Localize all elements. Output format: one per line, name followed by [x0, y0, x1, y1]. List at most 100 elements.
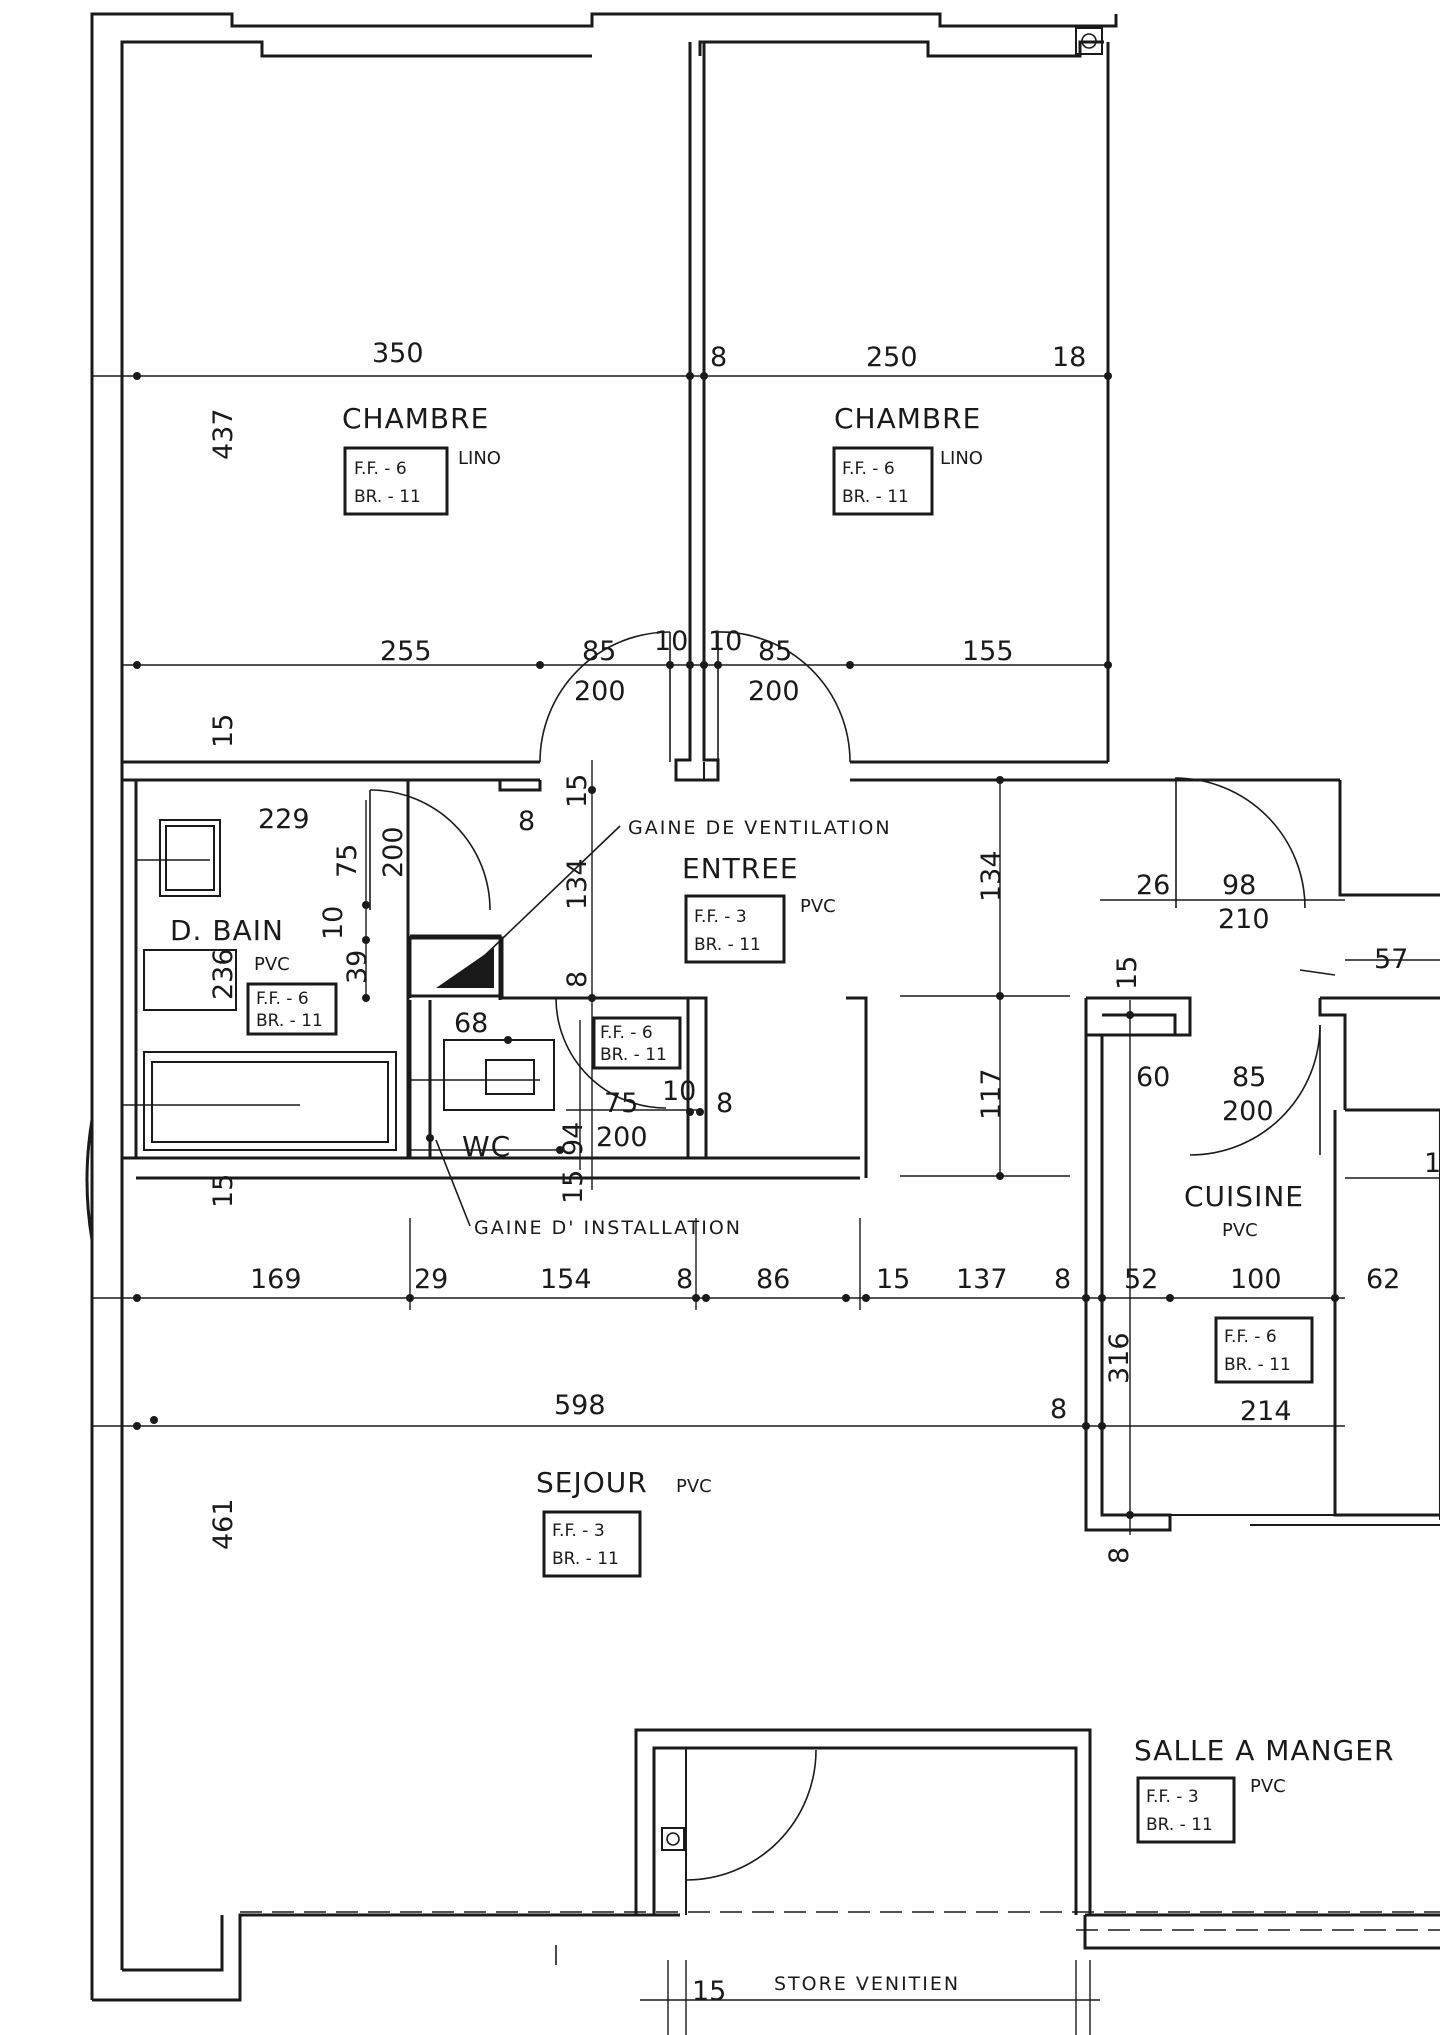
entree-tag: [684, 894, 786, 964]
dim-8-cuisine-v: 8: [1104, 1547, 1135, 1564]
dim-350: 350: [372, 338, 424, 369]
dim-57: 57: [1374, 944, 1408, 975]
kitchen-walls: [1084, 780, 1440, 1532]
balcony-walls: [240, 1728, 1440, 2035]
dim-68: 68: [454, 1008, 488, 1039]
dim-86: 86: [756, 1264, 790, 1295]
door-swings: [369, 631, 1336, 1881]
dim-10-wc: 10: [662, 1076, 696, 1107]
dim-15-bath: 15: [208, 1174, 239, 1208]
dim-200-right: 200: [748, 676, 800, 707]
dim-94: 94: [558, 1122, 589, 1156]
installation-leader: [435, 1139, 471, 1227]
chambre2-tag1: F.F. - 6: [842, 459, 895, 479]
dim-154: 154: [540, 1264, 592, 1295]
bain-name: D. BAIN: [170, 914, 284, 947]
bain-tag1: F.F. - 6: [256, 989, 309, 1009]
dim-117: 117: [976, 1068, 1007, 1120]
dim-236: 236: [208, 948, 239, 1000]
sejour-tag: [542, 1510, 642, 1578]
dim-214: 214: [1240, 1396, 1292, 1427]
dim-255: 255: [380, 636, 432, 667]
cuisine-tag1: F.F. - 6: [1224, 1327, 1277, 1347]
dim-15-entree: 15: [562, 774, 593, 808]
dim-26: 26: [1136, 870, 1170, 901]
dim-250: 250: [866, 342, 918, 373]
dim-15-bed: 15: [208, 714, 239, 748]
dim-437: 437: [208, 408, 239, 460]
dim-200-cuisine: 200: [1222, 1096, 1274, 1127]
salle-floor: PVC: [1250, 1776, 1286, 1797]
dim-8-entree: 8: [562, 971, 593, 988]
dim-8-main2: 8: [1054, 1264, 1071, 1295]
dim-598: 598: [554, 1390, 606, 1421]
entree-floor: PVC: [800, 896, 836, 917]
wc-tag1: F.F. - 6: [600, 1023, 653, 1043]
entree-tag2: BR. - 11: [694, 935, 761, 955]
dim-100: 100: [1230, 1264, 1282, 1295]
dim-98: 98: [1222, 870, 1256, 901]
dim-15-wc: 15: [558, 1170, 589, 1204]
salle-tag2: BR. - 11: [1146, 1815, 1213, 1835]
interior-walls: [122, 780, 868, 1180]
sejour-tag2: BR. - 11: [552, 1549, 619, 1569]
dimension-markers: [133, 372, 1339, 1519]
sejour-tag1: F.F. - 3: [552, 1521, 605, 1541]
dim-85-cuisine: 85: [1232, 1062, 1266, 1093]
bedroom-walls: [122, 42, 1340, 782]
outer-walls: [85, 12, 1440, 2002]
dim-10-left: 10: [654, 626, 688, 657]
store-note: STORE VENITIEN: [774, 1973, 960, 1995]
dimension-labels: 350 8 250 18 255 85 10 10 85 155 200 200…: [208, 338, 1440, 2007]
dim-18: 18: [1052, 342, 1086, 373]
dimension-lines: [92, 375, 1440, 1535]
dim-15-bottom: 15: [692, 1976, 726, 2007]
cuisine-floor: PVC: [1222, 1220, 1258, 1241]
dim-8-main1: 8: [676, 1264, 693, 1295]
dim-29: 29: [414, 1264, 448, 1295]
dim-10-right: 10: [708, 626, 742, 657]
entree-tag1: F.F. - 3: [694, 907, 747, 927]
dim-316: 316: [1104, 1332, 1135, 1384]
chambre2-floor: LINO: [940, 448, 983, 469]
chambre2-tag: [832, 446, 934, 516]
dim-15-main: 15: [876, 1264, 910, 1295]
dim-210: 210: [1218, 904, 1270, 935]
dim-461: 461: [208, 1498, 239, 1550]
dim-137: 137: [956, 1264, 1008, 1295]
chambre1-tag2: BR. - 11: [354, 487, 421, 507]
dim-85-right: 85: [758, 636, 792, 667]
dim-75-bath: 75: [332, 844, 363, 878]
sejour-floor: PVC: [676, 1476, 712, 1497]
chambre2-name: CHAMBRE: [834, 402, 981, 435]
bain-floor: PVC: [254, 954, 290, 975]
wc-tag2: BR. - 11: [600, 1045, 667, 1065]
cuisine-name: CUISINE: [1184, 1180, 1304, 1213]
dim-155: 155: [962, 636, 1014, 667]
dim-169: 169: [250, 1264, 302, 1295]
dim-15-cuisine: 15: [1112, 956, 1143, 990]
dim-8-sejour: 8: [1050, 1394, 1067, 1425]
dim-134-left: 134: [562, 858, 593, 910]
salle-tag1: F.F. - 3: [1146, 1787, 1199, 1807]
dim-8-wc: 8: [716, 1088, 733, 1119]
wc-tag: [592, 1016, 682, 1070]
chambre1-tag1: F.F. - 6: [354, 459, 407, 479]
bain-tag: [246, 982, 338, 1036]
dim-8-bath: 8: [518, 806, 535, 837]
top-right-fixture: [1075, 27, 1103, 55]
dim-85-left: 85: [582, 636, 616, 667]
top-right-fixture-circle: [1081, 33, 1097, 49]
dim-edge: 1: [1424, 1148, 1440, 1179]
dim-75-wc: 75: [604, 1088, 638, 1119]
chambre1-tag: [343, 446, 449, 516]
dim-52: 52: [1124, 1264, 1158, 1295]
chambre2-tag2: BR. - 11: [842, 487, 909, 507]
entree-name: ENTREE: [682, 852, 799, 885]
salle-name: SALLE A MANGER: [1134, 1734, 1394, 1767]
dim-8-top: 8: [710, 342, 727, 373]
cuisine-tag: [1214, 1316, 1314, 1384]
chambre1-name: CHAMBRE: [342, 402, 489, 435]
chambre1-floor: LINO: [458, 448, 501, 469]
